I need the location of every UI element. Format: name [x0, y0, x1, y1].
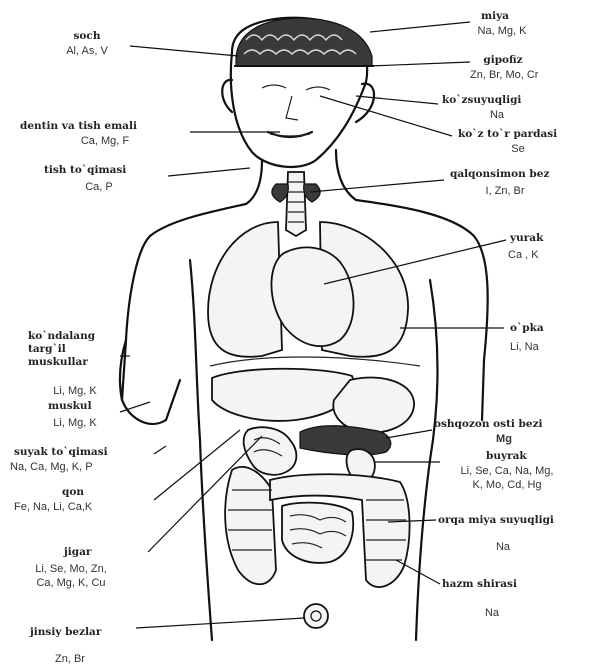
elements-dentin: Ca, Mg, F: [20, 134, 190, 148]
label-gipofiz: gipofiz: [468, 54, 538, 67]
small-intestine-icon: [244, 427, 297, 475]
elements-oshqozon-osti-bezi: Mg: [434, 432, 574, 446]
heart-icon: [271, 247, 353, 346]
brain-icon: [234, 18, 374, 66]
label-qon: qon: [62, 486, 84, 499]
label-buyrak: buyrak: [486, 450, 527, 463]
elements-yurak: Ca , K: [508, 248, 539, 262]
elements-gipofiz: Zn, Br, Mo, Cr: [470, 68, 538, 82]
elements-opka: Li, Na: [510, 340, 539, 354]
elements-kondalang-muskullar: Li, Mg, K: [20, 384, 130, 398]
elements-buyrak: Li, Se, Ca, Na, Mg, K, Mo, Cd, Hg: [422, 464, 590, 492]
elements-qon: Fe, Na, Li, Ca,K: [14, 500, 92, 514]
label-qalqonsimon-bez: qalqonsimon bez: [450, 168, 549, 181]
thyroid-icon: [272, 172, 320, 236]
label-jinsiy-bezlar: jinsiy bezlar: [30, 626, 101, 639]
diaphragm: [210, 357, 420, 366]
elements-soch: Al, As, V: [52, 44, 122, 58]
elements-koz-tor-pardasi: Se: [458, 142, 578, 156]
gonad-icon: [304, 604, 328, 628]
label-dentin: dentin va tish emali: [20, 120, 137, 133]
label-orqa-miya-suyuqligi: orqa miya suyuqligi: [438, 514, 554, 527]
label-opka: o`pka: [510, 322, 544, 335]
label-kozsuyuqligi: ko`zsuyuqligi: [442, 94, 521, 107]
label-muskul: muskul: [48, 400, 92, 413]
label-soch: soch: [52, 30, 122, 43]
label-miya: miya: [470, 10, 520, 23]
large-intestine-icon: [225, 467, 409, 587]
elements-kozsuyuqligi: Na: [442, 108, 552, 122]
elements-miya: Na, Mg, K: [462, 24, 542, 38]
label-oshqozon-osti-bezi: oshqozon osti bezi: [434, 418, 543, 431]
elements-tish-toqimasi: Ca, P: [44, 180, 154, 194]
elements-jinsiy-bezlar: Zn, Br: [30, 652, 110, 666]
label-kondalang-muskullar: ko`ndalang targ`il muskullar: [28, 330, 95, 369]
elements-suyak-toqimasi: Na, Ca, Mg, K, P: [10, 460, 93, 474]
liver-icon: [212, 369, 354, 421]
elements-muskul: Li, Mg, K: [20, 416, 130, 430]
elements-orqa-miya-suyuqligi: Na: [438, 540, 568, 554]
label-tish-toqimasi: tish to`qimasi: [44, 164, 126, 177]
label-koz-tor-pardasi: ko`z to`r pardasi: [458, 128, 557, 141]
label-hazm-shirasi: hazm shirasi: [442, 578, 517, 591]
elements-hazm-shirasi: Na: [442, 606, 542, 620]
label-suyak-toqimasi: suyak to`qimasi: [14, 446, 108, 459]
label-jigar: jigar: [64, 546, 91, 559]
label-yurak: yurak: [510, 232, 543, 245]
stomach-icon: [333, 378, 414, 433]
elements-jigar: Li, Se, Mo, Zn, Ca, Mg, K, Cu: [6, 562, 136, 590]
elements-qalqonsimon-bez: I, Zn, Br: [450, 184, 560, 198]
